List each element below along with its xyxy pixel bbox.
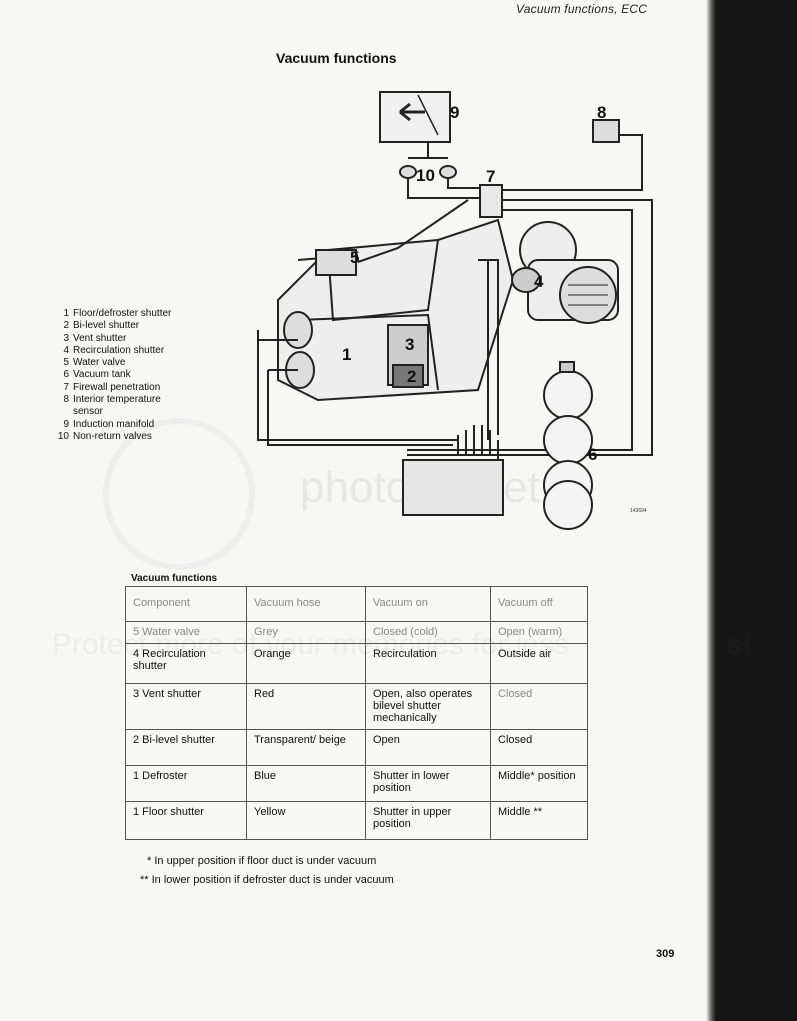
label-5: 5 bbox=[350, 248, 359, 267]
label-7: 7 bbox=[486, 167, 495, 186]
label-8: 8 bbox=[597, 103, 606, 122]
vacuum-tank-2 bbox=[543, 415, 593, 465]
vacuum-tank-4 bbox=[543, 480, 593, 530]
watermark-logo bbox=[103, 418, 255, 570]
non-return-valve-left bbox=[399, 165, 417, 179]
table-row: 5 Water valve Grey Closed (cold) Open (w… bbox=[125, 621, 588, 644]
scan-edge-shadow bbox=[706, 0, 797, 1021]
vacuum-tank-1 bbox=[543, 370, 593, 420]
water-valve bbox=[315, 249, 357, 276]
table-row: 2 Bi-level shutter Transparent/ beige Op… bbox=[125, 729, 588, 766]
footnote-single-star: * In upper position if floor duct is und… bbox=[147, 855, 377, 867]
label-10: 10 bbox=[416, 166, 435, 185]
table-title: Vacuum functions bbox=[131, 573, 218, 584]
label-6: 6 bbox=[588, 445, 597, 464]
table-row: 4 Recirculation shutter Orange Recircula… bbox=[125, 643, 588, 684]
vacuum-system-diagram: 9 8 10 7 5 4 3 1 2 6 143694 bbox=[257, 91, 653, 530]
induction-manifold bbox=[379, 91, 451, 143]
label-2: 2 bbox=[407, 367, 416, 386]
table-row: 1 Defroster Blue Shutter in lower positi… bbox=[125, 765, 588, 802]
label-3: 3 bbox=[405, 335, 414, 354]
column-header: Vacuum off bbox=[490, 586, 588, 622]
column-header: Vacuum on bbox=[365, 586, 491, 622]
control-valve-block bbox=[402, 459, 504, 516]
page-number: 309 bbox=[656, 948, 675, 960]
column-header: Component bbox=[125, 586, 247, 622]
table-row: 1 Floor shutter Yellow Shutter in upper … bbox=[125, 801, 588, 840]
firewall-penetration bbox=[479, 184, 503, 218]
page-header: Vacuum functions, ECC bbox=[516, 2, 648, 16]
table-row: 3 Vent shutter Red Open, also operates b… bbox=[125, 683, 588, 730]
page-title: Vacuum functions bbox=[276, 50, 397, 66]
footnote-double-star: ** In lower position if defroster duct i… bbox=[140, 874, 394, 886]
interior-temperature-sensor bbox=[592, 119, 620, 143]
label-1: 1 bbox=[342, 345, 351, 364]
vacuum-functions-table: Component Vacuum hose Vacuum on Vacuum o… bbox=[125, 586, 588, 840]
figure-code: 143694 bbox=[630, 508, 647, 514]
label-4: 4 bbox=[534, 272, 544, 291]
column-header: Vacuum hose bbox=[246, 586, 366, 622]
watermark-promo-end: s! bbox=[726, 628, 753, 661]
label-9: 9 bbox=[450, 103, 459, 122]
non-return-valve-right bbox=[439, 165, 457, 179]
recirculation-actuator bbox=[511, 267, 541, 293]
table-header-row: Component Vacuum hose Vacuum on Vacuum o… bbox=[125, 586, 588, 622]
